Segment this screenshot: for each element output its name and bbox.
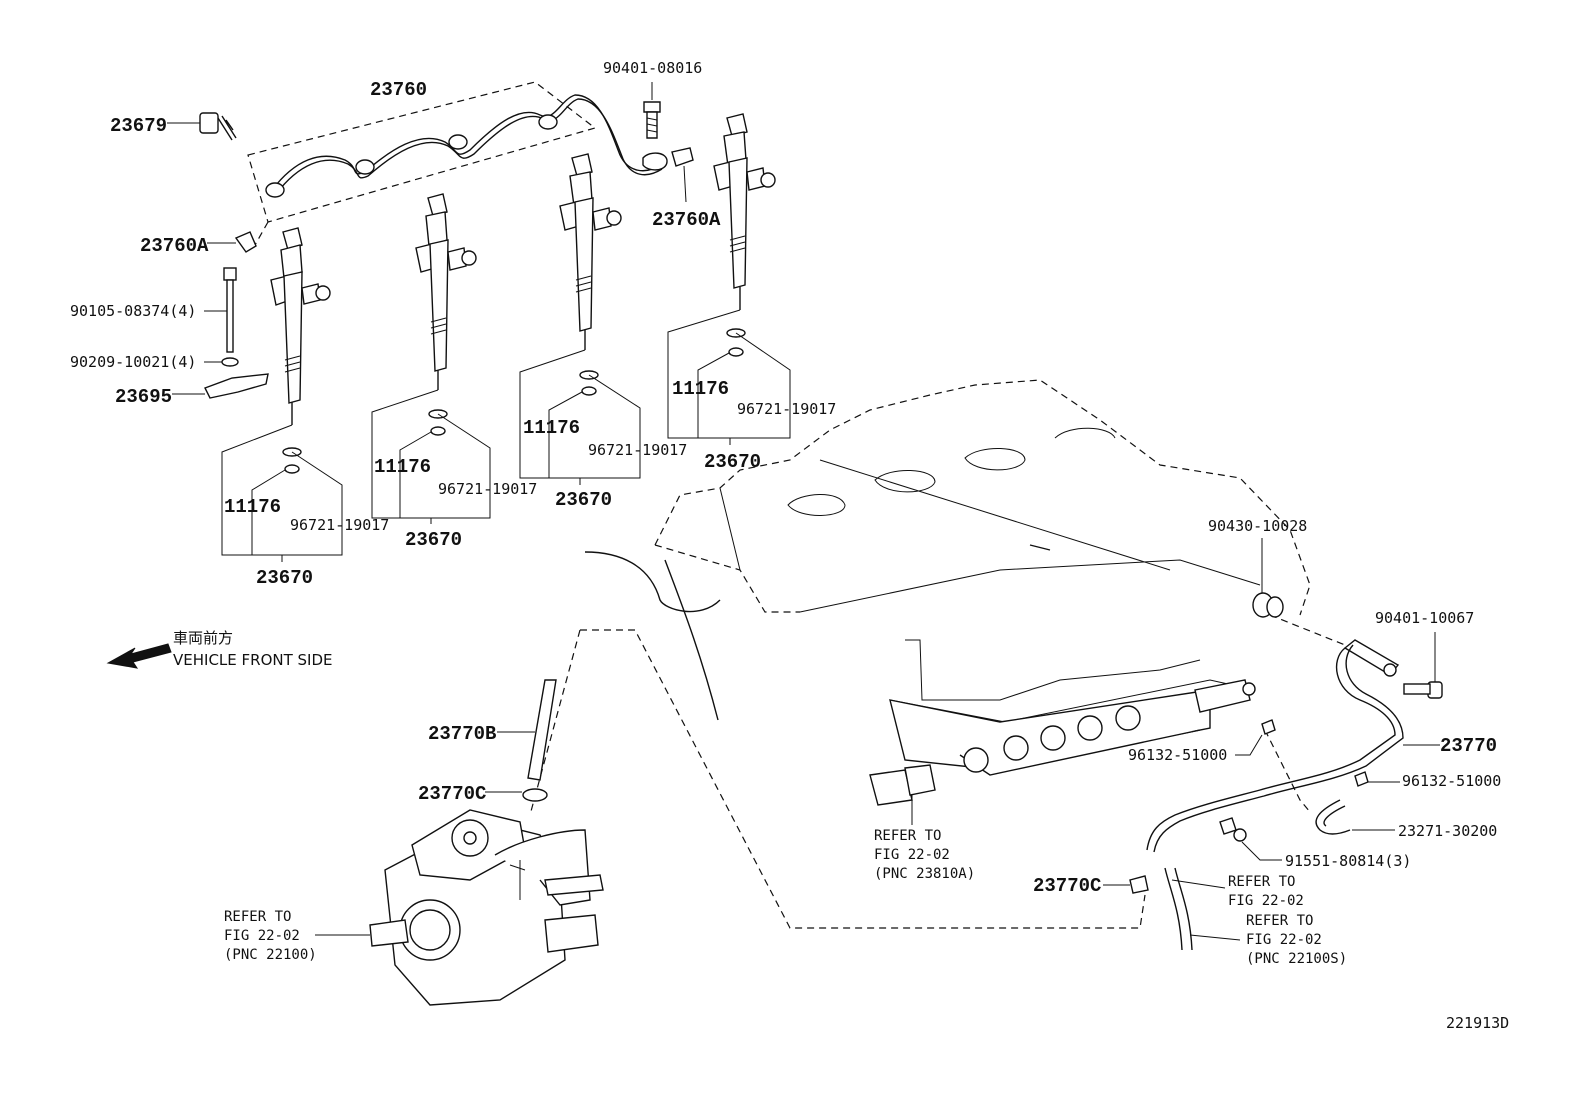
label-90105: 90105-08374(4) [70,302,196,320]
label-90401-08016: 90401-08016 [603,59,702,77]
refer-b-line1: REFER TO [1246,913,1313,929]
injector-4 [713,113,776,310]
gasket-bracket-4 [667,309,791,445]
gasket-bracket-2 [371,389,491,524]
injector-3 [559,153,622,350]
label-23770c-bottom: 23770C [1033,875,1101,897]
supply-pump [315,809,604,1006]
common-rail [869,639,1256,825]
label-inj2-23670: 23670 [405,529,462,551]
injector-1 [270,227,331,425]
injector-2 [415,193,477,390]
label-inj3-23670: 23670 [555,489,612,511]
bolt-91551 [1219,817,1282,861]
label-inj3-96721: 96721-19017 [588,441,687,459]
label-90401-10067: 90401-10067 [1375,609,1474,627]
engine-head-outline [584,379,1311,721]
label-96132-b: 96132-51000 [1402,772,1501,790]
label-inj4-11176: 11176 [672,378,729,400]
label-23695: 23695 [115,386,172,408]
label-inj1-11176: 11176 [224,496,281,518]
return-hose [1164,867,1241,951]
fuel-pipe-23770 [1146,639,1440,853]
label-inj1-23670: 23670 [256,567,313,589]
gasket-bracket-3 [519,349,641,485]
label-23271: 23271-30200 [1398,822,1497,840]
refer-rail-line1: REFER TO [874,828,941,844]
clamp-bolt-90105 [204,267,237,353]
label-23760a-right: 23760A [652,209,721,231]
label-90209: 90209-10021(4) [70,353,196,371]
washer-90209 [204,357,239,367]
diagram-code: 221913D [1446,1014,1509,1032]
refer-pump-line3: (PNC 22100) [224,947,317,963]
clip-23770c-top [485,788,548,802]
hose-23271-30200 [1315,799,1395,835]
refer-pump-line2: FIG 22-02 [224,928,300,944]
refer-a-line2: FIG 22-02 [1228,893,1304,909]
connection-dashes [529,614,1346,929]
label-23770c-top: 23770C [418,783,486,805]
bolt-90401-10067 [1403,632,1443,699]
refer-pump-line1: REFER TO [224,909,291,925]
label-23760: 23760 [370,79,427,101]
pipe-clip-23760a-right [671,147,694,203]
vehicle-front-en: VEHICLE FRONT SIDE [173,651,333,669]
injector-clamp-23695 [172,373,269,399]
refer-rail-line2: FIG 22-02 [874,847,950,863]
label-96132-a: 96132-51000 [1128,746,1227,764]
vehicle-front-jp: 車両前方 [173,629,233,647]
clip-23770c-bottom [1103,875,1149,894]
label-90430: 90430-10028 [1208,517,1307,535]
gasket-bracket-1 [221,424,343,562]
label-23770: 23770 [1440,735,1497,757]
pipe-clamp [642,152,668,171]
clip-96132-b [1354,771,1400,787]
vehicle-front-arrow [106,643,172,669]
label-inj4-23670: 23670 [704,451,761,473]
union-fitting-23679 [167,112,237,141]
label-23679: 23679 [110,115,167,137]
label-91551: 91551-80814(3) [1285,852,1411,870]
refer-b-line2: FIG 22-02 [1246,932,1322,948]
gasket-90430-10028 [1252,538,1284,618]
label-23760a-left: 23760A [140,235,209,257]
label-inj1-96721: 96721-19017 [290,516,389,534]
label-inj2-11176: 11176 [374,456,431,478]
refer-rail-line3: (PNC 23810A) [874,866,975,882]
leak-off-pipe-23760 [247,81,663,246]
refer-a-line1: REFER TO [1228,874,1295,890]
hose-23770b [497,679,557,781]
label-inj2-96721: 96721-19017 [438,480,537,498]
label-inj4-96721: 96721-19017 [737,400,836,418]
label-inj3-11176: 11176 [523,417,580,439]
label-23770b: 23770B [428,723,496,745]
bolt-90401-08016 [643,82,661,139]
pipe-clip-23760a-left [207,231,257,253]
clip-96132-a [1235,719,1276,756]
refer-b-line3: (PNC 22100S) [1246,951,1347,967]
